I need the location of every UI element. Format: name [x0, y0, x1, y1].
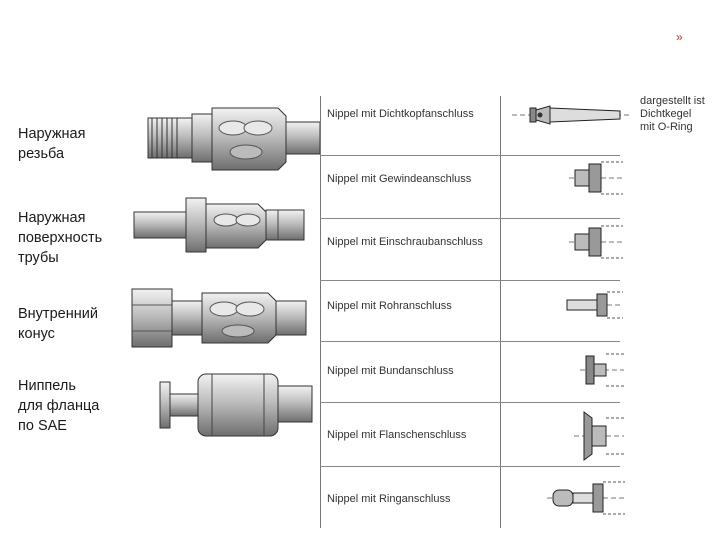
schematic-tube	[566, 291, 623, 319]
label-sae-flange-nipple: Ниппель для фланца по SAE	[18, 378, 100, 434]
row-divider	[320, 341, 620, 342]
corner-mark: »	[676, 30, 683, 44]
schematic-collar	[580, 353, 624, 387]
row-divider	[320, 218, 620, 219]
nipple-label-ring: Nippel mit Ringanschluss	[327, 493, 451, 505]
fitting-sae-flange-image	[159, 373, 313, 437]
row-divider	[320, 466, 620, 467]
schematic-thread	[569, 161, 623, 195]
row-divider	[320, 402, 620, 403]
note-o-ring: dargestellt ist Dichtkegel mit O-Ring	[640, 95, 705, 133]
nipple-label-collar: Nippel mit Bundanschluss	[327, 365, 454, 377]
nipple-label-tube: Nippel mit Rohranschluss	[327, 300, 452, 312]
fitting-inner-cone-image	[131, 288, 307, 348]
nipple-label-sealing-head: Nippel mit Dichtkopfanschluss	[327, 108, 474, 120]
nipple-label-thread: Nippel mit Gewindeanschluss	[327, 173, 472, 185]
label-external-thread: Наружная резьба	[18, 126, 86, 162]
table-divider-left	[320, 96, 321, 528]
table-divider-middle	[500, 96, 501, 528]
schematic-flange	[574, 411, 624, 461]
row-divider	[320, 280, 620, 281]
schematic-ring	[547, 481, 625, 515]
fitting-outer-tube-image	[133, 197, 305, 253]
schematic-sealing-head	[512, 105, 632, 125]
schematic-screw-in	[569, 225, 623, 259]
row-divider	[320, 155, 620, 156]
label-inner-cone: Внутренний конус	[18, 306, 98, 342]
label-outer-tube-surface: Наружная поверхность трубы	[18, 210, 103, 266]
fitting-external-thread-image	[147, 107, 321, 171]
nipple-label-flange: Nippel mit Flanschenschluss	[327, 429, 467, 441]
nipple-label-screw-in: Nippel mit Einschraubanschluss	[327, 236, 483, 248]
